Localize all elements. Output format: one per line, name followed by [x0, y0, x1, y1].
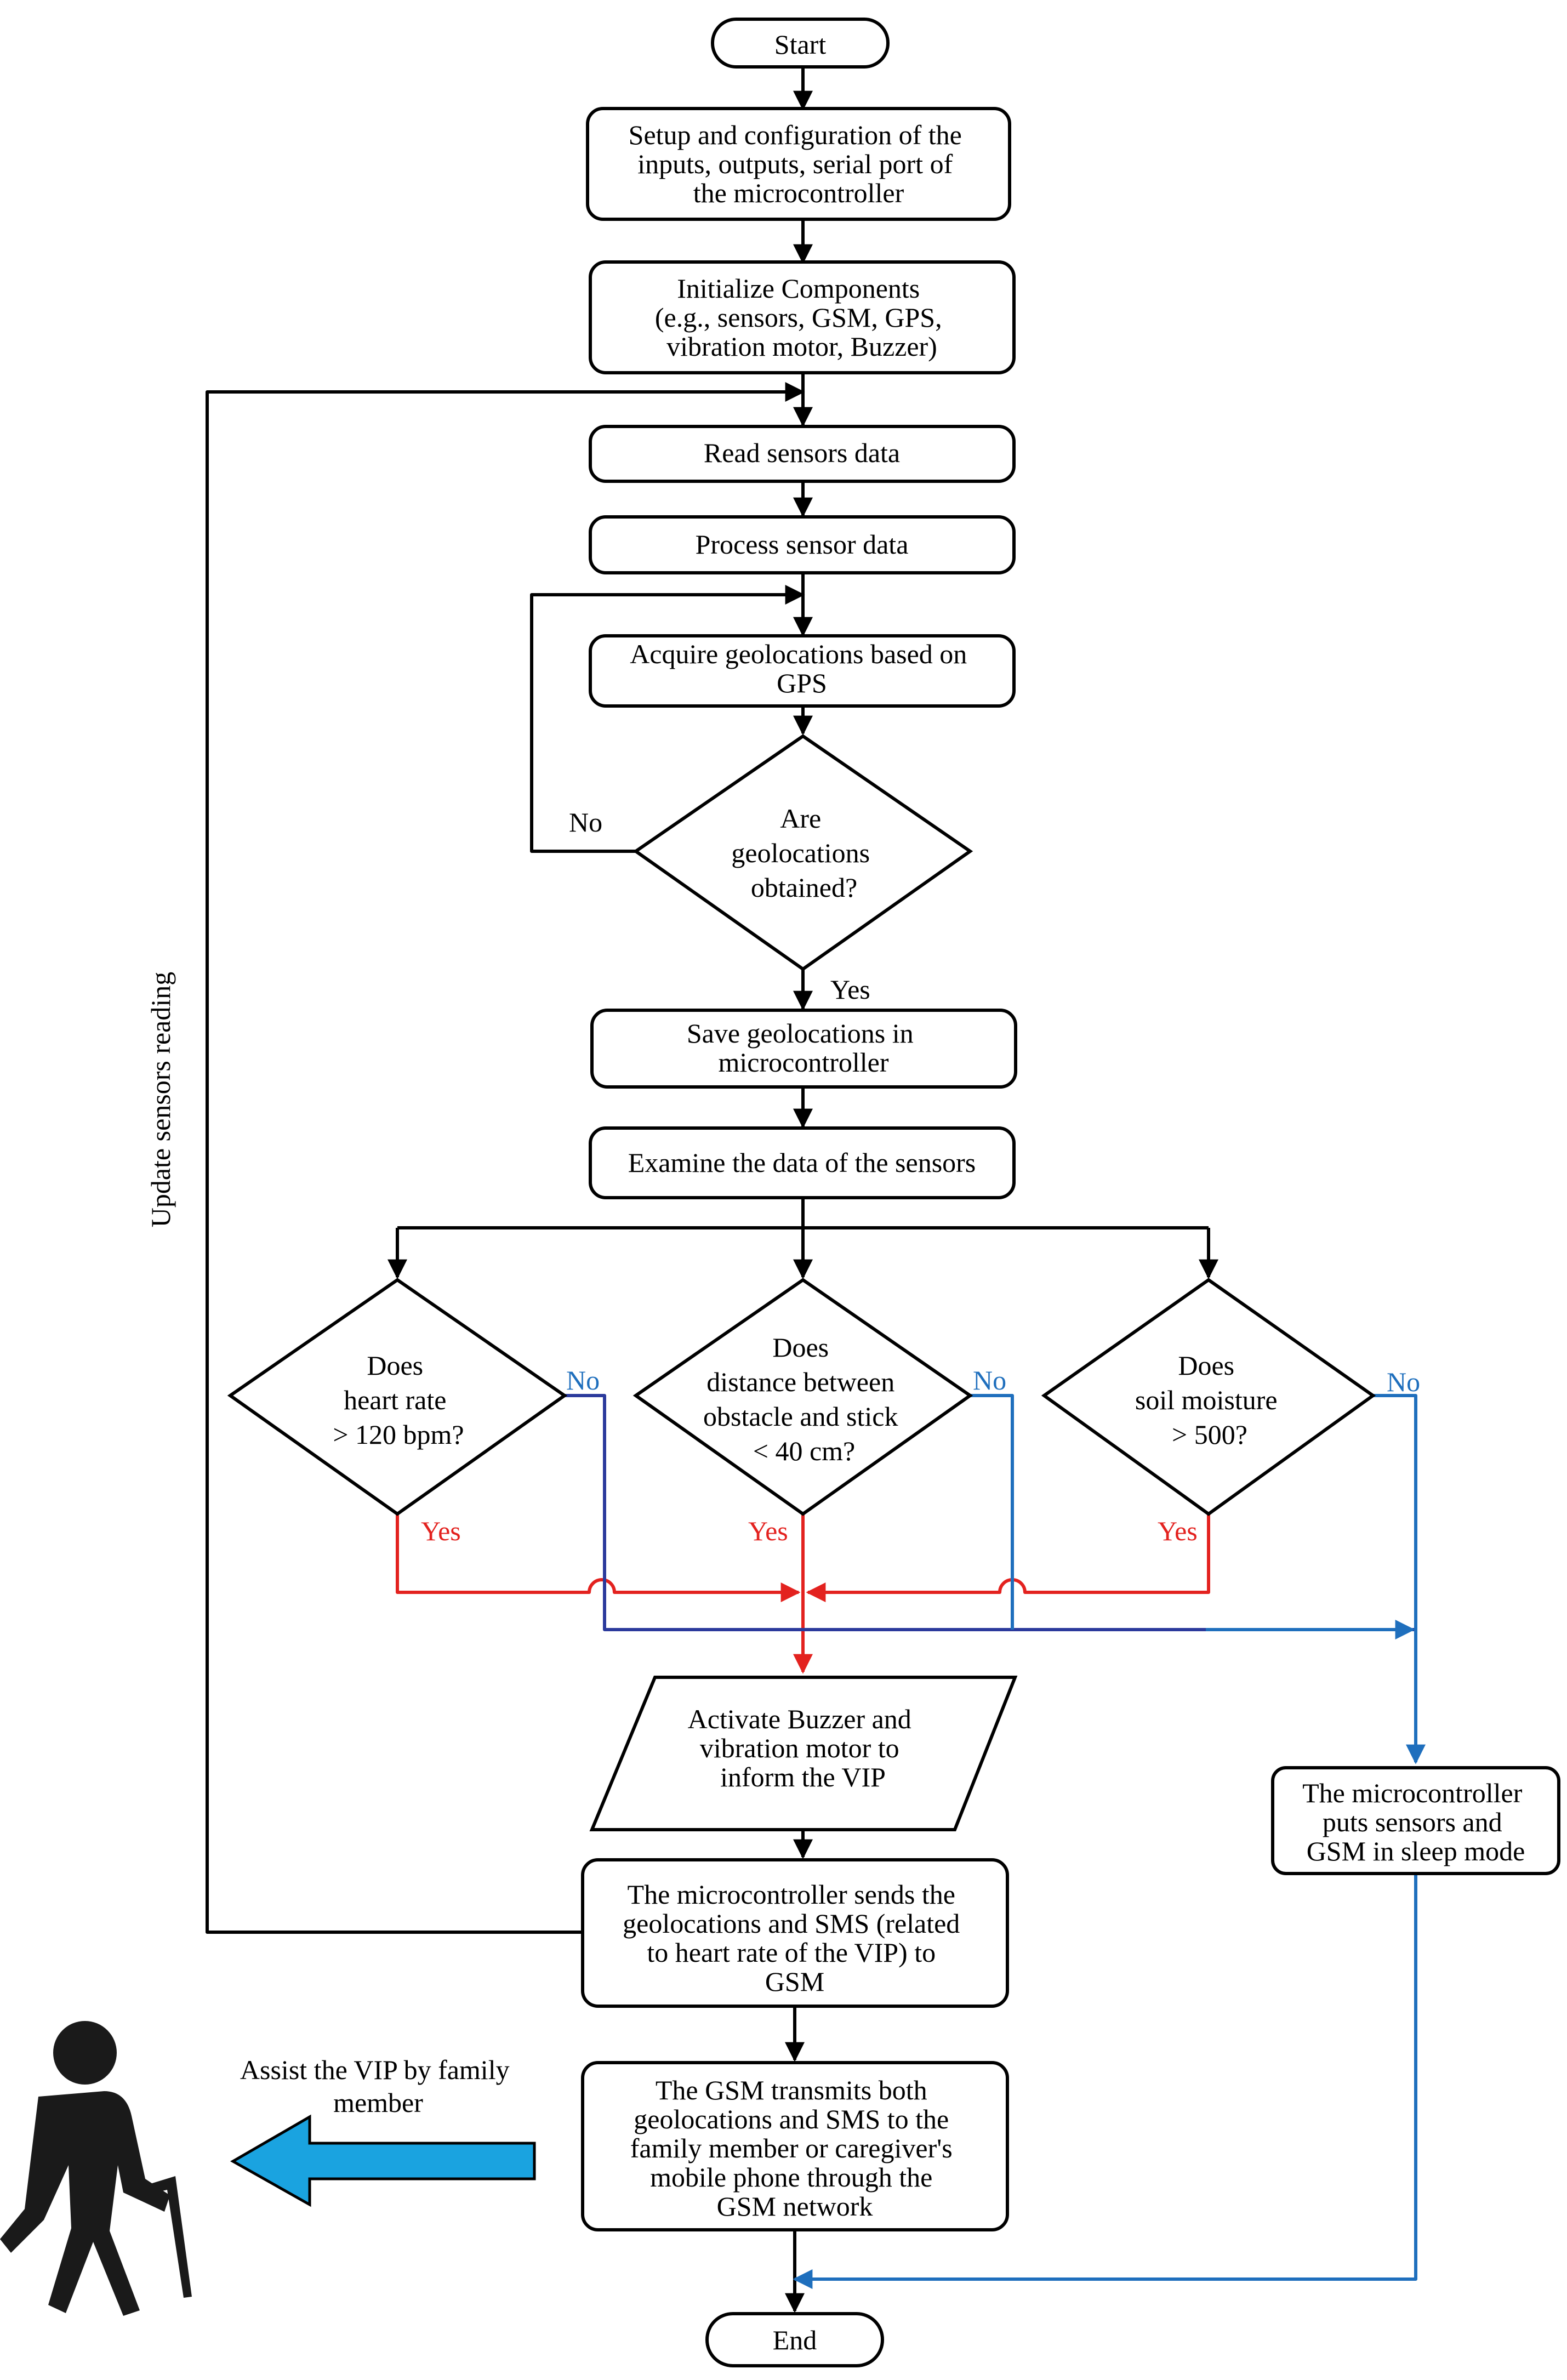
init-line-3: vibration motor, Buzzer) [666, 331, 937, 362]
geo-no-label: No [569, 807, 602, 838]
sleep-line-1: The microcontroller [1302, 1778, 1523, 1808]
decision-geolocations: Are geolocations obtained? [633, 734, 973, 971]
svg-text:Acquire geolocations based on: Acquire geolocations based on GPS [630, 639, 974, 698]
svg-text:Does soil moisture: Does soil moisture > 500? [1135, 1350, 1284, 1450]
acquire-line-2: GPS [777, 668, 827, 698]
yes-path-soil [806, 1514, 1210, 1602]
arrow-geo-no-loop [530, 585, 805, 853]
heart-decision-line-1: Does [367, 1350, 423, 1381]
left-arrow-icon [230, 2114, 536, 2207]
process-node: Process sensor data [589, 515, 1016, 574]
setup-node: Setup and configuration of the inputs, o… [586, 107, 1011, 221]
setup-line-1: Setup and configuration of the [629, 119, 962, 150]
transmit-line-5: GSM network [717, 2191, 873, 2222]
end-label: End [773, 2325, 817, 2355]
svg-text:Does heart rate >: Does heart rate > 120 bpm? [333, 1350, 464, 1450]
acquire-node: Acquire geolocations based on GPS [589, 634, 1016, 708]
geo-decision-line-2: geolocations [731, 838, 870, 868]
no-path-soil [1373, 1394, 1426, 1764]
edge-labels: No Yes No No No Yes Yes Yes Update senso… [145, 807, 1420, 2118]
svg-text:The microcontroller puts: The microcontroller puts sensors and GSM… [1302, 1778, 1529, 1866]
assist-caption: Assist the VIP by family member [240, 2054, 516, 2118]
activate-line-2: vibration motor to [700, 1733, 899, 1763]
activate-node: Activate Buzzer and vibration motor to i… [589, 1676, 1018, 1831]
heart-no-label: No [566, 1365, 600, 1396]
transmit-line-2: geolocations and SMS to the [634, 2104, 949, 2134]
distance-decision-line-4: < 40 cm? [753, 1436, 855, 1466]
send-line-4: GSM [765, 1966, 824, 1997]
end-node: End [705, 2312, 884, 2367]
heart-yes-label: Yes [421, 1516, 461, 1546]
setup-line-3: the microcontroller [693, 178, 904, 208]
heart-decision-line-3: > 120 bpm? [333, 1419, 464, 1450]
transmit-line-3: family member or caregiver's [630, 2133, 953, 2163]
init-node: Initialize Components (e.g., sensors, GS… [589, 260, 1016, 374]
activate-line-1: Activate Buzzer and [688, 1704, 911, 1734]
start-label: Start [774, 29, 827, 60]
update-loop-label: Update sensors reading [145, 972, 176, 1228]
yes-path-heart [396, 1514, 801, 1602]
decision-distance: Does distance between obstacle and stick… [633, 1278, 973, 1516]
soil-decision-line-1: Does [1178, 1350, 1234, 1381]
transmit-line-1: The GSM transmits both [656, 2075, 927, 2105]
distance-decision-line-3: obstacle and stick [703, 1401, 898, 1432]
acquire-line-1: Acquire geolocations based on [630, 639, 967, 669]
decision-soil-moisture: Does soil moisture > 500? [1041, 1278, 1376, 1516]
geo-yes-label: Yes [830, 974, 870, 1005]
init-line-1: Initialize Components [677, 273, 920, 304]
arrow-update-loop [206, 382, 805, 1934]
examine-label: Examine the data of the sensors [628, 1147, 976, 1178]
decision-heart-rate: Does heart rate > 120 bpm? [227, 1278, 568, 1516]
distance-yes-label: Yes [748, 1516, 788, 1546]
soil-decision-line-2: soil moisture [1135, 1385, 1278, 1415]
process-label: Process sensor data [696, 529, 909, 560]
svg-text:Are geolocations o: Are geolocations obtained? [731, 803, 876, 903]
examine-node: Examine the data of the sensors [589, 1126, 1016, 1199]
assist-line-2: member [333, 2087, 423, 2118]
geo-decision-line-3: obtained? [751, 872, 857, 903]
distance-decision-line-1: Does [772, 1332, 829, 1363]
send-line-2: geolocations and SMS (related [623, 1908, 960, 1939]
send-node: The microcontroller sends the geolocatio… [581, 1858, 1009, 2008]
distance-decision-line-2: distance between [706, 1366, 894, 1397]
sleep-line-2: puts sensors and [1323, 1807, 1502, 1837]
svg-text:Activate Buzzer and vibr: Activate Buzzer and vibration motor to i… [688, 1704, 919, 1792]
svg-text:Setup and configuration of the: Setup and configuration of the inputs, o… [629, 119, 969, 208]
distance-no-label: No [973, 1365, 1006, 1396]
no-path-heart [565, 1394, 1414, 1631]
person-with-cane-icon [0, 2021, 192, 2316]
svg-text:Initialize Components (e: Initialize Components (e.g., sensors, GS… [655, 273, 949, 362]
activate-line-3: inform the VIP [720, 1762, 886, 1792]
transmit-line-4: mobile phone through the [650, 2162, 932, 2193]
send-line-3: to heart rate of the VIP) to [647, 1937, 936, 1968]
send-line-1: The microcontroller sends the [628, 1879, 955, 1910]
sleep-node: The microcontroller puts sensors and GSM… [1271, 1766, 1560, 1875]
svg-text:The microcontroller sends the: The microcontroller sends the geolocatio… [623, 1879, 967, 1997]
read-node: Read sensors data [589, 425, 1016, 483]
save-line-1: Save geolocations in [687, 1018, 914, 1049]
assist-line-1: Assist the VIP by family [240, 2054, 510, 2085]
soil-yes-label: Yes [1158, 1516, 1198, 1546]
connectors [206, 67, 1426, 2313]
transmit-node: The GSM transmits both geolocations and … [581, 2061, 1009, 2231]
soil-no-label: No [1387, 1366, 1420, 1397]
start-node: Start [711, 18, 890, 69]
geo-decision-line-1: Are [780, 803, 821, 834]
svg-text:Save geolocations in mic: Save geolocations in microcontroller [687, 1018, 920, 1078]
sleep-line-3: GSM in sleep mode [1307, 1836, 1525, 1866]
svg-text:Does distance between: Does distance between obstacle and stick… [703, 1332, 905, 1466]
heart-decision-line-2: heart rate [344, 1385, 446, 1415]
svg-text:The GSM transmits both g: The GSM transmits both geolocations and … [630, 2075, 959, 2222]
read-label: Read sensors data [704, 437, 900, 468]
save-line-2: microcontroller [719, 1047, 889, 1078]
no-path-distance [970, 1394, 1014, 1630]
init-line-2: (e.g., sensors, GSM, GPS, [655, 302, 942, 333]
arrow-sleep-end [793, 1874, 1417, 2289]
save-node: Save geolocations in microcontroller [590, 1009, 1017, 1089]
soil-decision-line-3: > 500? [1172, 1419, 1247, 1450]
setup-line-2: inputs, outputs, serial port of [637, 149, 953, 179]
